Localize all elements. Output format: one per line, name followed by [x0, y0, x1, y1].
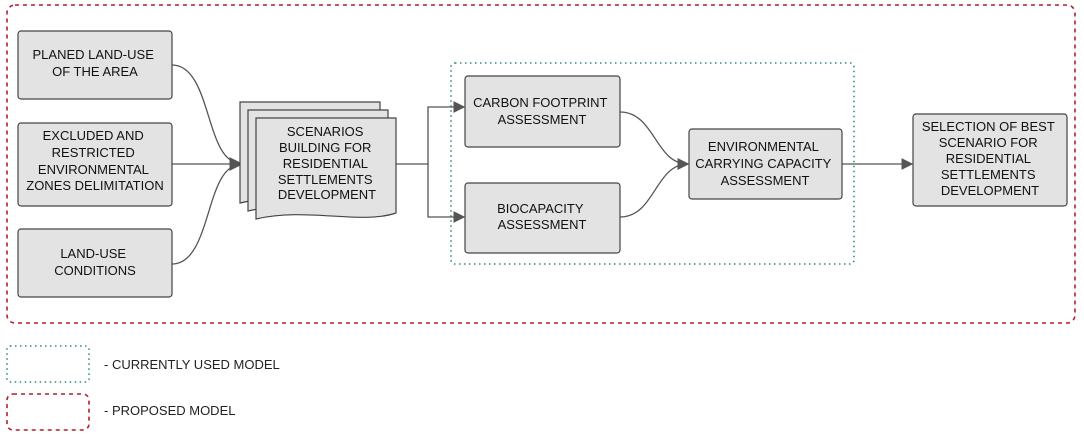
label-carrying-capacity: ENVIRONMENTAL CARRYING CAPACITY ASSESSME… — [695, 139, 834, 188]
arrow-carbon-to-carrying — [619, 111, 690, 170]
legend: - CURRENTLY USED MODEL - PROPOSED MODEL — [6, 345, 280, 431]
label-scenarios-building: SCENARIOS BUILDING FOR RESIDENTIAL SETTL… — [278, 124, 376, 202]
box-best-scenario — [912, 113, 1068, 207]
arrow-conditions-to-scenarios — [171, 159, 242, 265]
proposed-model-boundary — [6, 4, 1076, 324]
legend-current-swatch — [6, 345, 90, 383]
label-best-scenario: SELECTION OF BEST SCENARIO FOR RESIDENTI… — [922, 119, 1058, 198]
legend-proposed-label: - PROPOSED MODEL — [104, 403, 235, 418]
connectors — [171, 64, 914, 265]
box-carbon-footprint — [464, 75, 621, 148]
box-planned-land-use — [17, 30, 173, 100]
box-scenarios-building — [239, 101, 397, 220]
box-land-use-conditions — [17, 228, 173, 298]
box-carrying-capacity — [688, 128, 843, 200]
arrow-biocapacity-to-carrying — [619, 158, 690, 218]
box-excluded-zones — [17, 122, 173, 207]
arrow-scenarios-to-biocapacity — [427, 164, 466, 223]
box-biocapacity — [464, 182, 621, 254]
legend-proposed-swatch — [6, 393, 90, 431]
arrow-scenarios-to-carbon — [396, 101, 466, 165]
label-land-use-conditions: LAND-USE CONDITIONS — [54, 246, 136, 278]
label-carbon-footprint: CARBON FOOTPRINT ASSESSMENT — [473, 95, 611, 127]
legend-current-label: - CURRENTLY USED MODEL — [104, 357, 280, 372]
label-biocapacity: BIOCAPACITY ASSESSMENT — [497, 201, 587, 232]
label-excluded-zones: EXCLUDED AND RESTRICTED ENVIRONMENTAL ZO… — [26, 128, 163, 193]
arrow-planned-to-scenarios — [171, 64, 242, 169]
label-planned-land-use: PLANED LAND-USE OF THE AREA — [33, 47, 158, 79]
